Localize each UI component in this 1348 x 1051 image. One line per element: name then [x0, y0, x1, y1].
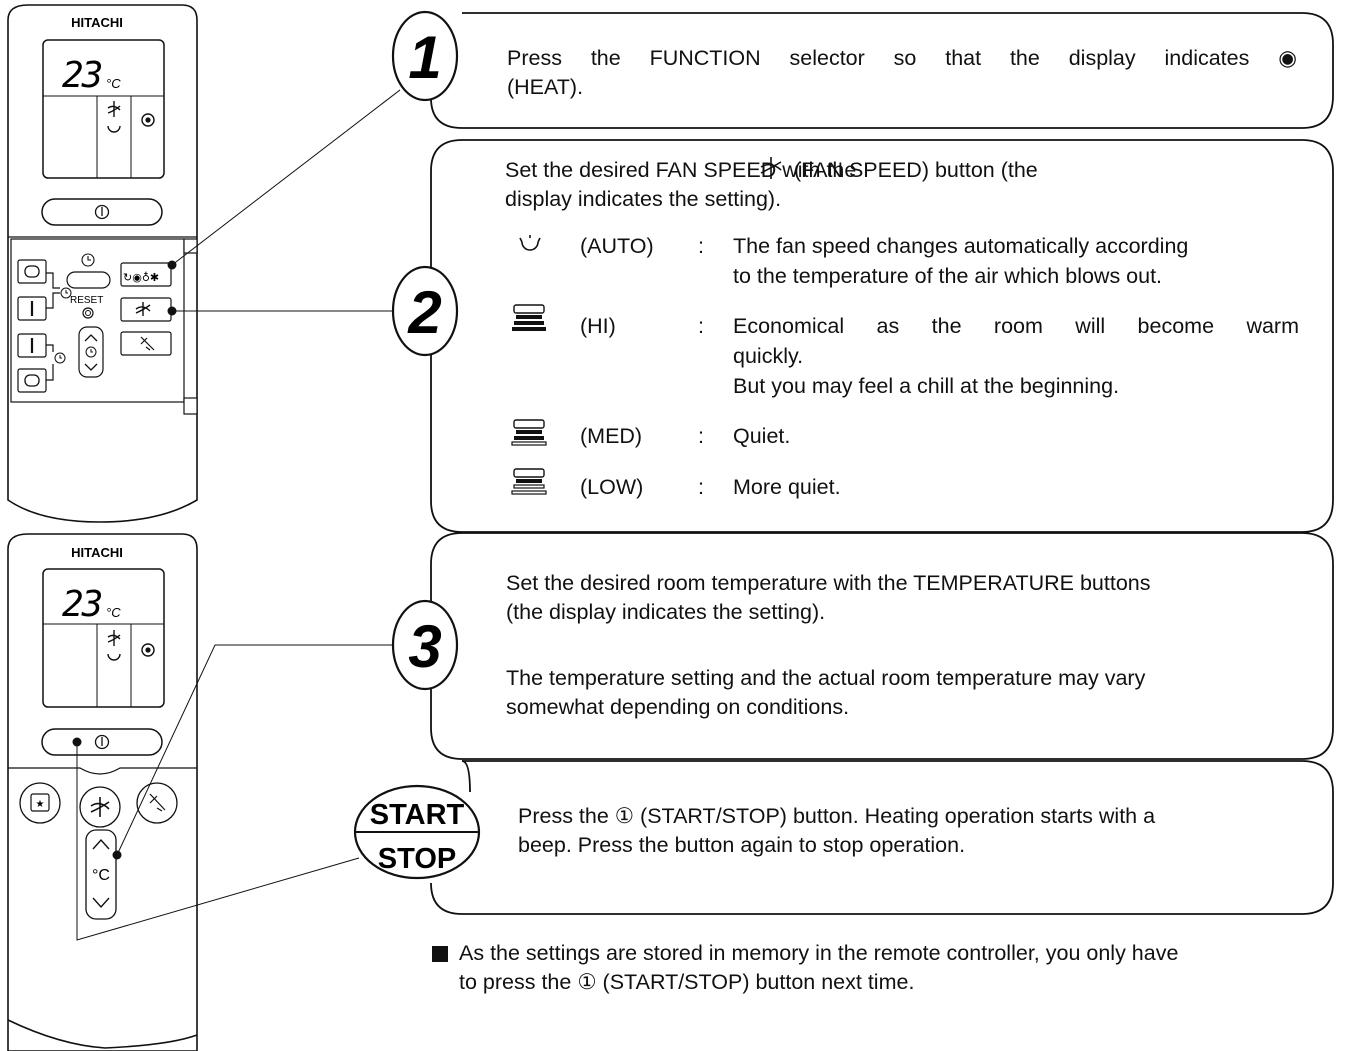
step-3-note-cont: somewhat depending on conditions. — [506, 695, 850, 719]
fan-option-name: (MED) — [580, 424, 643, 448]
step-3-text-cont: (the display indicates the setting). — [506, 600, 826, 624]
fan-speed-button[interactable] — [120, 297, 172, 322]
step-2-badge: 2 — [391, 265, 459, 357]
fan-icon — [135, 302, 151, 316]
step-1-badge: 1 — [391, 10, 459, 103]
fan-speed-inline-icon — [760, 157, 782, 179]
fan-option-desc: More quiet. — [733, 475, 841, 499]
temp-up-icon — [92, 838, 110, 850]
step-1-number: 1 — [408, 24, 441, 91]
fan-icon — [90, 797, 110, 817]
step-3-number: 3 — [408, 613, 441, 680]
sleep-off-button[interactable] — [17, 368, 47, 393]
svg-text:↻◉♁✱: ↻◉♁✱ — [123, 271, 159, 284]
remote-controller-top: HITACHI 23 °C RESET — [7, 4, 414, 523]
brand-logo: HITACHI — [71, 15, 123, 30]
power-icon — [94, 204, 110, 220]
fan-option-desc: Economical as the room will become warm — [733, 314, 1299, 338]
lcd-display — [42, 39, 165, 179]
note-bullet — [432, 946, 448, 962]
swing-louver-button[interactable] — [120, 331, 172, 356]
step-3-badge: 3 — [391, 599, 459, 691]
temp-down-icon — [92, 897, 110, 909]
power-icon — [94, 734, 110, 750]
lcd-display — [42, 568, 165, 708]
function-selector-button[interactable] — [120, 262, 172, 287]
svg-text:★: ★ — [36, 799, 45, 810]
clock-icon — [81, 253, 95, 267]
heat-mode-indicator-icon — [141, 643, 155, 657]
fan-option-sep: : — [698, 424, 704, 448]
step-3-note: The temperature setting and the actual r… — [506, 666, 1146, 690]
step-2-intro-b: (FAN SPEED) button (the — [794, 158, 1038, 182]
fan-low-icon — [511, 468, 547, 495]
step-2-number: 2 — [407, 279, 441, 346]
stop-label: STOP — [378, 843, 456, 875]
fan-option-desc: But you may feel a chill at the beginnin… — [733, 374, 1120, 398]
brand-logo: HITACHI — [71, 545, 123, 560]
auto-fan-icon — [521, 241, 539, 251]
auto-indicator-icon — [107, 125, 121, 133]
fan-speed-indicator-icon — [107, 630, 121, 646]
step-2-intro-c: display indicates the setting). — [505, 187, 782, 211]
heat-mode-indicator-icon — [141, 113, 155, 127]
lcd-temperature: 23 — [62, 55, 102, 96]
fan-option-sep: : — [698, 234, 704, 258]
memory-note-cont: to press the ① (START/STOP) button next … — [459, 970, 915, 994]
lcd-temperature: 23 — [62, 584, 102, 625]
start-stop-badge: START STOP — [353, 784, 481, 880]
fan-option-name: (LOW) — [580, 475, 644, 499]
auto-indicator-icon — [107, 653, 121, 661]
timer-off-button[interactable] — [17, 259, 47, 284]
nice-button[interactable] — [19, 782, 61, 824]
fan-option-desc: Quiet. — [733, 424, 791, 448]
fan-med-icon — [511, 419, 547, 446]
fan-option-sep: : — [698, 314, 704, 338]
fan-option-desc: quickly. — [733, 344, 804, 368]
step-2-intro-a: Set the desired FAN SPEED with the — [505, 158, 857, 182]
louver-icon — [140, 336, 155, 351]
timer-button[interactable] — [66, 271, 111, 289]
start-stop-text: Press the ① (START/STOP) button. Heating… — [518, 804, 1156, 828]
step-1-text: Press the FUNCTION selector so that the … — [507, 46, 1297, 70]
step-frames — [430, 12, 1334, 915]
fan-speed-indicator-icon — [107, 101, 121, 117]
reset-button[interactable] — [82, 307, 94, 319]
fan-option-sep: : — [698, 475, 704, 499]
fan-option-desc: The fan speed changes automatically acco… — [733, 234, 1189, 258]
louver-icon — [149, 793, 166, 812]
fan-hi-icon — [512, 304, 546, 331]
remote-controller-bottom: HITACHI 23 °C ★ °C — [7, 533, 392, 1051]
temp-button-label: °C — [92, 867, 110, 884]
fan-option-desc: to the temperature of the air which blow… — [733, 264, 1163, 288]
step-1-text-cont: (HEAT). — [507, 75, 584, 99]
step-3-text: Set the desired room temperature with th… — [506, 571, 1151, 595]
reset-label: RESET — [70, 295, 103, 306]
start-stop-text-cont: beep. Press the button again to stop ope… — [518, 833, 966, 857]
lcd-unit: °C — [106, 605, 121, 620]
fan-option-name: (AUTO) — [580, 234, 654, 258]
temperature-buttons[interactable] — [85, 829, 117, 920]
lcd-unit: °C — [106, 76, 121, 91]
memory-note: As the settings are stored in memory in … — [459, 941, 1179, 965]
fan-option-name: (HI) — [580, 314, 616, 338]
start-label: START — [370, 799, 465, 831]
swing-louver-button[interactable] — [136, 782, 178, 824]
